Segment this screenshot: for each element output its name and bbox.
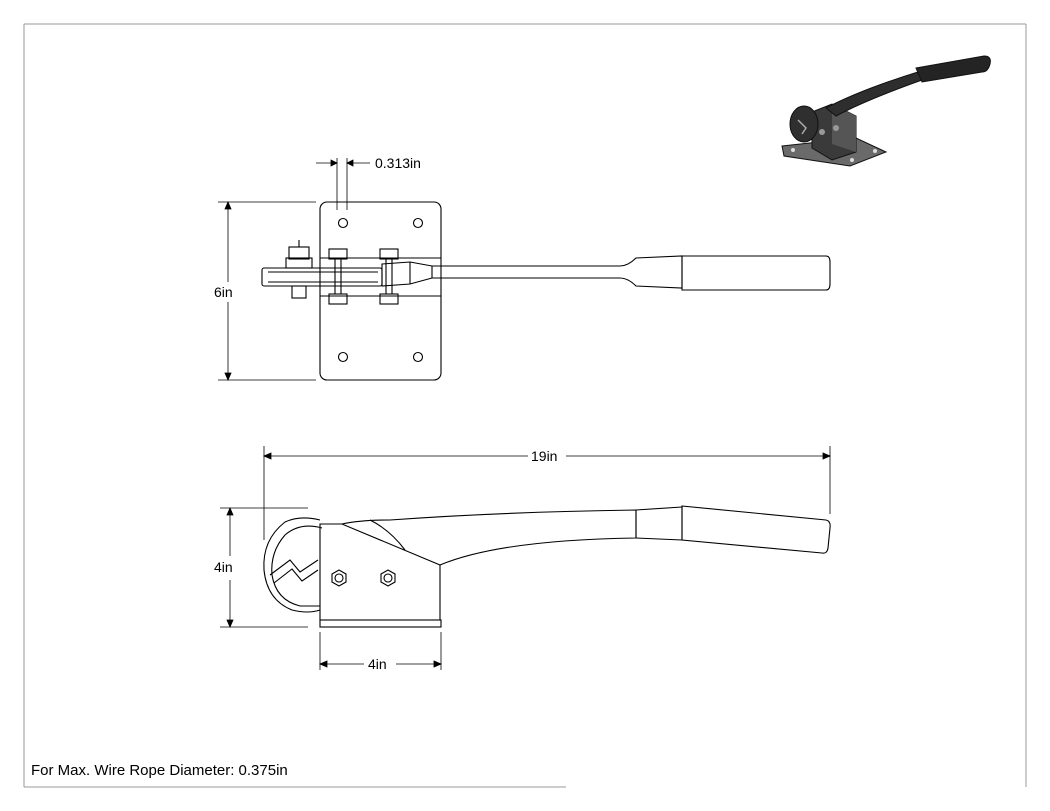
body-block: [319, 523, 441, 621]
cutter-head: [261, 267, 383, 287]
handle-grip: [681, 255, 831, 291]
plate-hole: [412, 217, 424, 229]
mounting-plate: [319, 201, 442, 381]
bolt-head: [328, 248, 348, 260]
plate-hole: [337, 217, 349, 229]
dim-hole-spacing: 0.313in: [375, 155, 421, 171]
cutter-jaw: [269, 559, 319, 576]
top-view: [261, 201, 831, 381]
lever-arm: [381, 255, 683, 289]
bolt-head: [379, 293, 399, 305]
dim-overall-length: 19in: [531, 448, 557, 464]
isometric-view: [781, 55, 991, 167]
plate-hole: [412, 351, 424, 363]
dim-side-height: 4in: [214, 559, 233, 575]
bolt-head: [379, 248, 399, 260]
nut: [380, 569, 396, 587]
dim-base-length: 4in: [368, 656, 387, 672]
iso-cutter-wheel: [789, 105, 819, 143]
base-plate: [319, 619, 442, 628]
top-view-dimensions: [218, 158, 370, 382]
max-wire-rope-note: For Max. Wire Rope Diameter: 0.375in: [31, 762, 288, 779]
side-view-dimensions: [220, 446, 832, 670]
pivot-nut: [288, 246, 310, 260]
dim-plate-height: 6in: [214, 284, 233, 300]
drawing-frame: [23, 23, 1027, 788]
side-view: [263, 505, 831, 628]
iso-lever: [825, 71, 923, 117]
lever-arm: [341, 509, 637, 566]
bolt-head: [328, 293, 348, 305]
pivot-bolt-end: [291, 285, 307, 299]
plate-hole: [337, 351, 349, 363]
iso-handle-grip: [915, 55, 991, 83]
cutter-wheel: [263, 517, 321, 613]
pivot-washer: [285, 257, 313, 269]
handle-grip: [681, 505, 831, 554]
nut: [331, 569, 347, 587]
